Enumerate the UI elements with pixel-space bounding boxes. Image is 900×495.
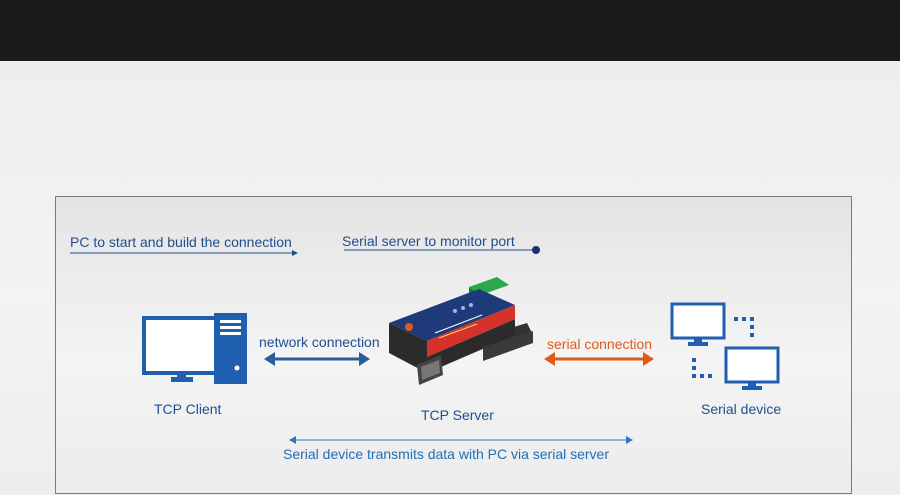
tcp-client-label: TCP Client (154, 401, 222, 417)
tcp-server-label: TCP Server (421, 407, 494, 423)
bottom-double-arrow (289, 436, 633, 444)
serial-connection-label: serial connection (547, 336, 653, 352)
serial-device-label: Serial device (701, 401, 782, 417)
two-monitors-icon (670, 302, 780, 390)
start-arrow-line (70, 250, 298, 256)
monitor-port-line (344, 246, 540, 254)
network-double-arrow (264, 352, 370, 366)
monitor-port-label: Serial server to monitor port (342, 233, 515, 249)
network-connection-label: network connection (259, 334, 380, 350)
start-connection-label: PC to start and build the connection (70, 234, 292, 250)
serial-double-arrow (544, 352, 654, 366)
top-bar (0, 0, 900, 61)
computer-tower-icon (142, 313, 247, 384)
bottom-caption: Serial device transmits data with PC via… (283, 446, 610, 462)
serial-server-device-icon (389, 277, 533, 385)
